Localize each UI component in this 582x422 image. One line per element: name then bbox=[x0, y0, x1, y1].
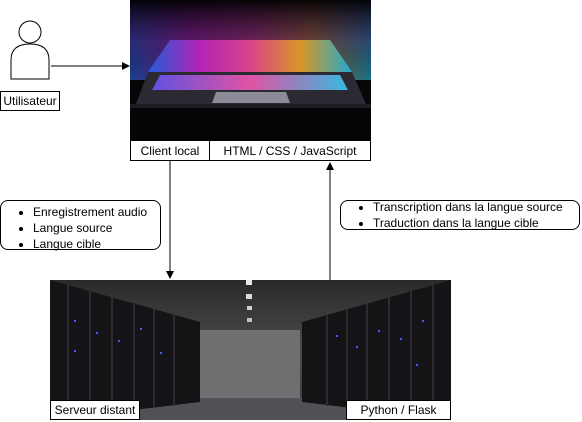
client-label: Client local bbox=[130, 140, 210, 161]
response-payload-note: Transcription dans la langue source Trad… bbox=[340, 200, 580, 230]
response-payload-list: Transcription dans la langue source Trad… bbox=[347, 199, 563, 231]
server-node: Serveur distant Python / Flask bbox=[50, 280, 451, 420]
request-payload-note: Enregistrement audio Langue source Langu… bbox=[0, 200, 161, 252]
request-payload-list: Enregistrement audio Langue source Langu… bbox=[7, 204, 154, 252]
list-item: Enregistrement audio bbox=[33, 204, 154, 220]
server-room-image bbox=[50, 280, 451, 420]
client-node: Client local HTML / CSS / JavaScript bbox=[130, 0, 371, 161]
user-actor: Utilisateur bbox=[0, 16, 60, 112]
user-label: Utilisateur bbox=[0, 91, 60, 111]
list-item: Transcription dans la langue source bbox=[373, 199, 563, 215]
server-tech-label: Python / Flask bbox=[346, 400, 451, 420]
list-item: Langue cible bbox=[33, 236, 154, 252]
server-label: Serveur distant bbox=[50, 400, 140, 420]
client-tech-label: HTML / CSS / JavaScript bbox=[209, 140, 371, 161]
list-item: Langue source bbox=[33, 220, 154, 236]
user-icon bbox=[10, 20, 50, 80]
laptop-image bbox=[130, 0, 371, 140]
list-item: Traduction dans la langue cible bbox=[373, 215, 563, 231]
